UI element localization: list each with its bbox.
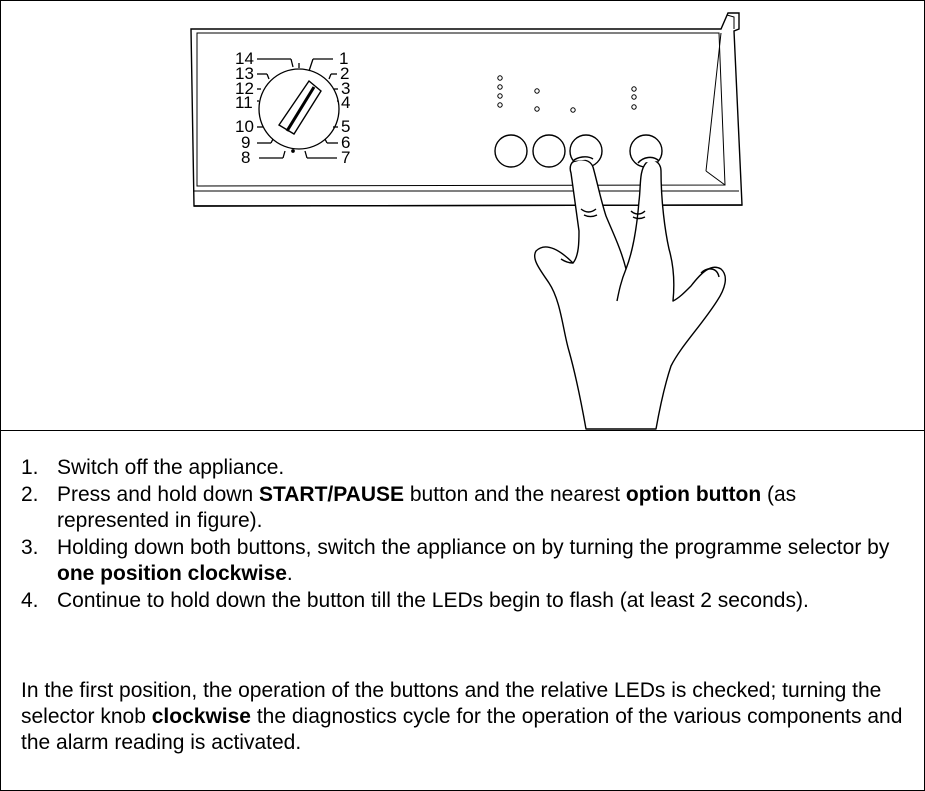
dial-number-5: 5 <box>341 117 350 136</box>
dial-number-4: 4 <box>341 93 350 112</box>
step-text: Switch off the appliance. <box>57 456 285 479</box>
instructions-cell: 1. Switch off the appliance. 2. Press an… <box>1 431 924 790</box>
control-panel-illustration: 14 1 13 2 12 3 11 4 10 5 9 6 8 7 <box>190 12 743 430</box>
step-text: Press and hold down <box>57 483 259 506</box>
step-text: (as represented in figure). <box>57 483 797 532</box>
dial-number-8: 8 <box>241 148 250 167</box>
dial-number-13: 13 <box>235 64 254 83</box>
hand-illustration <box>534 156 727 430</box>
dial-number-2: 2 <box>340 64 349 83</box>
paragraph-text: the diagnostics cycle for the operation … <box>21 705 903 754</box>
dial-number-9: 9 <box>241 133 250 152</box>
programme-selector <box>257 58 340 159</box>
leds <box>497 75 637 113</box>
diagnostics-paragraph: In the first position, the operation of … <box>21 678 906 756</box>
step-number: 4. <box>21 589 39 612</box>
dial-number-10: 10 <box>235 117 254 136</box>
step-text: . <box>286 562 293 585</box>
step-2: 2. Press and hold down START/PAUSE butto… <box>21 482 906 534</box>
dial-numbers: 14 1 13 2 12 3 11 4 10 5 9 6 8 7 <box>235 49 350 167</box>
step-1: 1. Switch off the appliance. <box>21 455 906 481</box>
clockwise-emphasis: one position clockwise <box>57 562 287 585</box>
dial-number-12: 12 <box>235 79 254 98</box>
dial-number-1: 1 <box>339 49 348 68</box>
steps-list: 1. Switch off the appliance. 2. Press an… <box>21 455 906 615</box>
dial-number-6: 6 <box>341 133 350 152</box>
option-button-label: option button <box>625 483 762 506</box>
step-number: 2. <box>21 483 39 506</box>
step-number: 1. <box>21 456 39 479</box>
paragraph-text: In the first position, the operation of … <box>21 679 882 728</box>
dial-number-7: 7 <box>341 148 350 167</box>
step-text: button and the nearest <box>404 483 626 506</box>
dial-number-14: 14 <box>235 49 254 68</box>
dial-number-11: 11 <box>235 93 253 112</box>
step-4: 4. Continue to hold down the button till… <box>21 588 906 614</box>
panel-buttons <box>494 134 663 168</box>
start-pause-label: START/PAUSE <box>258 483 405 506</box>
step-number: 3. <box>21 536 39 559</box>
step-text: Holding down both buttons, switch the ap… <box>57 536 890 559</box>
step-text: Continue to hold down the button till th… <box>57 589 809 612</box>
clockwise-label: clockwise <box>151 705 251 728</box>
figure-cell: 14 1 13 2 12 3 11 4 10 5 9 6 8 7 <box>1 1 924 431</box>
dial-number-3: 3 <box>341 79 350 98</box>
step-3: 3. Holding down both buttons, switch the… <box>21 535 906 587</box>
